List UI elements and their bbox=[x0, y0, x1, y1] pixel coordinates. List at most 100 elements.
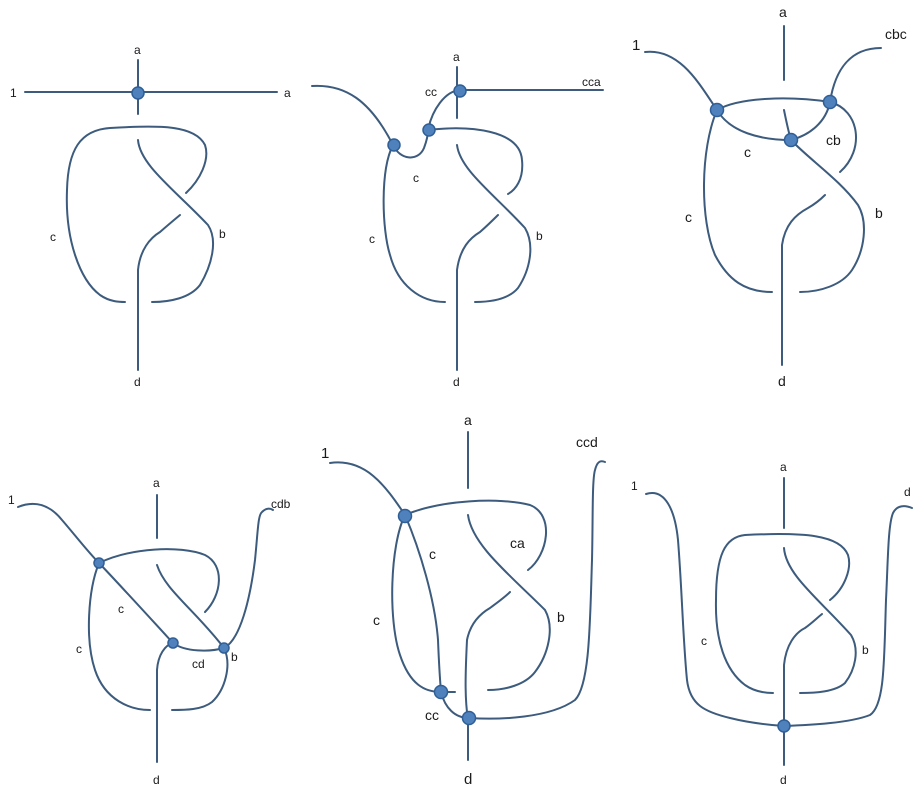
panel-3-diagonal-strand bbox=[790, 139, 865, 293]
panel-1-label-a-right: a bbox=[284, 86, 291, 100]
panel-4-label-c-small: c bbox=[118, 602, 124, 616]
panel-4-cdb-strand bbox=[223, 507, 274, 649]
panel-5-label-a-top: a bbox=[464, 412, 472, 428]
panel-2-label-c-small: c bbox=[413, 171, 419, 185]
panel-5-d-strand bbox=[464, 591, 511, 761]
panel-3-upper-band bbox=[716, 97, 831, 111]
panel-1-label-d: d bbox=[134, 375, 141, 389]
panel-2-entry-strand bbox=[311, 84, 394, 146]
panel-3-d-strand bbox=[781, 194, 826, 366]
panel-3-label-cbc: cbc bbox=[885, 26, 907, 42]
panel-6-label-a-top: a bbox=[780, 460, 787, 474]
panel-5: 1 a ccd c ca c b cc d bbox=[321, 412, 606, 788]
panel-6-label-b: b bbox=[862, 643, 869, 657]
panel-3-entry-strand bbox=[644, 50, 718, 111]
panel-3-label-d: d bbox=[778, 373, 786, 389]
panel-3-label-b: b bbox=[875, 205, 883, 221]
panel-3-cbc-strand bbox=[829, 47, 882, 103]
panel-2: a cc cca c c b d bbox=[311, 50, 604, 389]
panel-2-label-d: d bbox=[453, 375, 460, 389]
panel-5-entry-strand bbox=[329, 461, 406, 516]
panel-6: 1 a d c b d bbox=[631, 460, 913, 787]
panel-6-label-c: c bbox=[701, 634, 707, 648]
panel-3-right-arc bbox=[829, 101, 857, 173]
panel-4-vertex-center bbox=[167, 637, 179, 649]
panel-4-vertex-right bbox=[218, 642, 230, 654]
panel-3: 1 a cbc c cb c b d bbox=[632, 4, 907, 389]
panel-5-label-cc: cc bbox=[425, 707, 439, 723]
panel-2-label-a-top: a bbox=[453, 50, 460, 64]
panel-2-vertex-cc bbox=[453, 84, 467, 98]
panel-5-left-arc bbox=[391, 514, 442, 693]
panel-2-d-strand bbox=[456, 214, 499, 371]
panel-4: 1 a cdb c c cd b d bbox=[8, 476, 291, 787]
panel-6-diagonal-strand bbox=[783, 547, 857, 694]
panel-1-vertex bbox=[131, 86, 145, 100]
panel-5-ccd-strand bbox=[468, 460, 606, 720]
panel-6-label-1: 1 bbox=[631, 479, 638, 493]
panel-1-diagonal-strand bbox=[137, 139, 215, 303]
panel-6-right-outer-strand bbox=[783, 505, 913, 727]
panel-5-vertex-d bbox=[461, 710, 477, 726]
panel-4-entry-strand bbox=[17, 502, 100, 564]
panel-3-vertex-center bbox=[783, 132, 799, 148]
panel-4-label-d: d bbox=[153, 773, 160, 787]
panel-5-label-c: c bbox=[373, 612, 380, 628]
panel-4-label-a-top: a bbox=[153, 476, 160, 490]
panel-6-left-outer-strand bbox=[645, 492, 785, 727]
panel-3-left-arc bbox=[703, 109, 773, 293]
panel-1-label-a-top: a bbox=[134, 43, 141, 57]
panel-3-label-cb: cb bbox=[826, 132, 841, 148]
panel-2-diagonal-strand bbox=[456, 144, 532, 303]
panel-4-label-1: 1 bbox=[8, 493, 15, 507]
panel-1-left-loop bbox=[65, 125, 208, 303]
panel-4-diagonal-long bbox=[98, 562, 174, 644]
panel-6-left-loop bbox=[714, 533, 850, 694]
panel-5-label-ca: ca bbox=[510, 535, 525, 551]
panel-4-label-b: b bbox=[231, 650, 238, 664]
panel-5-label-c-inner: c bbox=[429, 546, 436, 562]
panel-4-d-strand bbox=[156, 642, 174, 763]
panel-4-vertex-left bbox=[93, 557, 105, 569]
panel-2-top-arc bbox=[427, 127, 524, 195]
panel-4-label-cd: cd bbox=[192, 657, 205, 671]
panel-5-vertex-cc bbox=[433, 684, 449, 700]
panel-5-inner-c-strand bbox=[404, 514, 442, 693]
panel-4-left-arc bbox=[87, 562, 151, 711]
panel-2-label-cca: cca bbox=[582, 75, 601, 89]
panel-1-label-b: b bbox=[219, 227, 226, 241]
panel-2-cca-strand bbox=[427, 89, 604, 131]
panel-6-label-d: d bbox=[780, 773, 787, 787]
panel-3-vertex-right bbox=[822, 94, 838, 110]
panel-5-diagonal-strand bbox=[467, 514, 551, 691]
panel-4-label-cdb: cdb bbox=[271, 497, 291, 511]
panel-5-label-d: d bbox=[464, 771, 472, 788]
panel-1: a 1 a c b d bbox=[10, 43, 291, 389]
panel-6-vertex bbox=[777, 719, 791, 733]
panel-5-label-1: 1 bbox=[321, 445, 329, 462]
panel-2-vertex-left bbox=[387, 138, 401, 152]
panel-6-label-d-right: d bbox=[904, 485, 911, 499]
panel-4-diagonal-strand bbox=[156, 564, 229, 711]
panel-6-d-strand bbox=[783, 613, 823, 766]
panel-3-label-c: c bbox=[685, 209, 692, 225]
panel-2-label-cc: cc bbox=[425, 85, 437, 99]
panel-3-label-1: 1 bbox=[632, 37, 640, 54]
panel-5-top-arc bbox=[404, 499, 547, 571]
panel-5-label-b: b bbox=[557, 609, 565, 625]
panel-4-top-arc bbox=[98, 548, 220, 613]
panel-2-vertex-upper bbox=[422, 123, 436, 137]
panel-4-cd-band bbox=[172, 642, 225, 652]
panel-5-vertex-top bbox=[397, 508, 413, 524]
panel-1-label-1: 1 bbox=[10, 86, 17, 100]
panel-4-label-c: c bbox=[76, 642, 82, 656]
panel-2-left-arc bbox=[382, 144, 446, 303]
panel-3-cb-arc bbox=[790, 101, 831, 141]
panel-3-vertex-left bbox=[709, 102, 725, 118]
panel-5-label-ccd: ccd bbox=[576, 434, 598, 450]
panel-1-label-c: c bbox=[50, 230, 56, 244]
panel-3-label-a-top: a bbox=[779, 4, 787, 20]
panel-2-label-c: c bbox=[369, 232, 375, 246]
panel-3-label-c-small: c bbox=[744, 144, 751, 160]
